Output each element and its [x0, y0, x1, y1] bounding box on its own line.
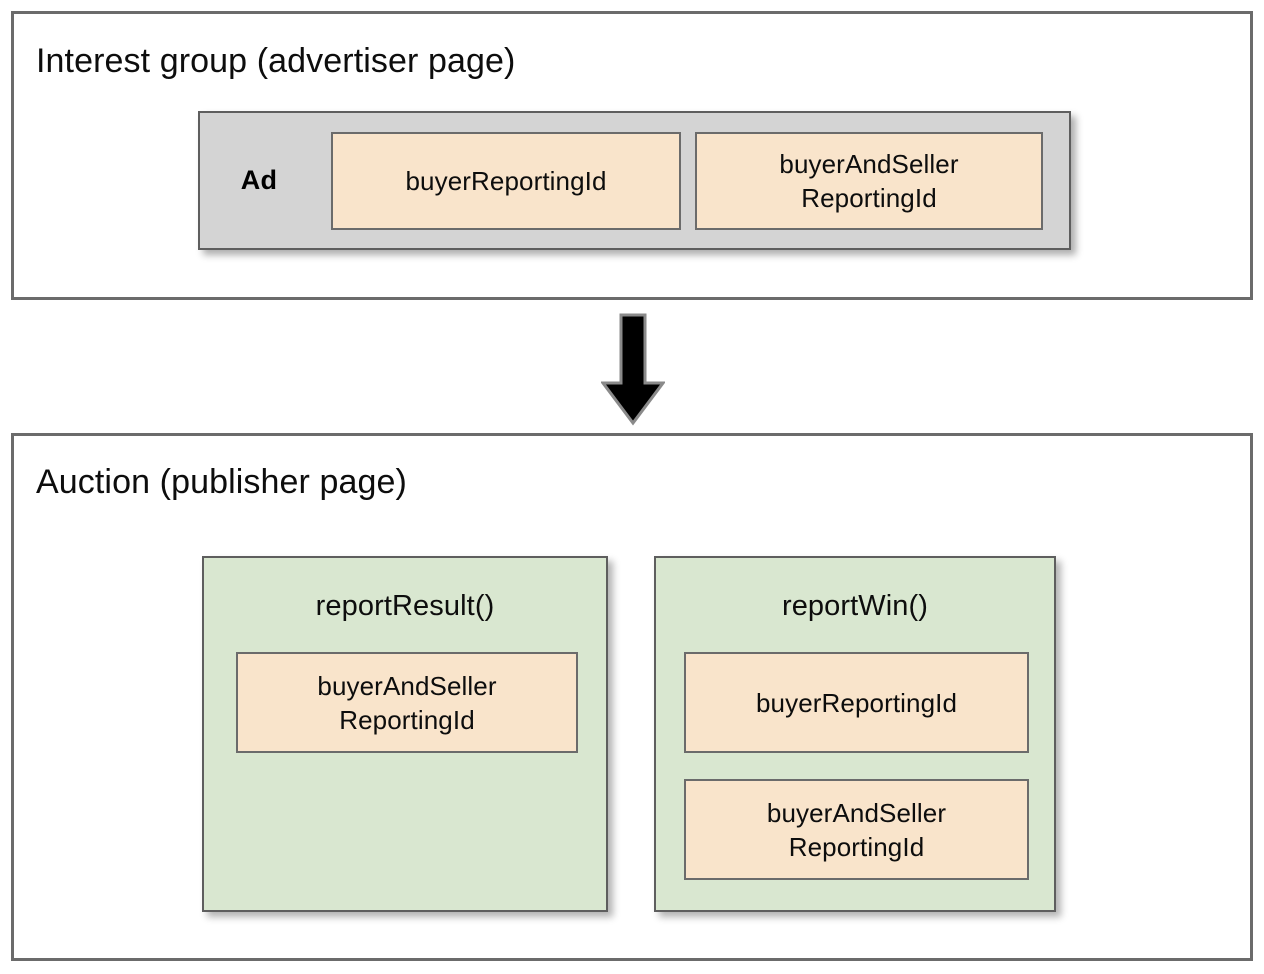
function-box-report-result: reportResult() buyerAndSeller ReportingI… [202, 556, 608, 912]
id-box-line-1: buyerAndSeller [779, 148, 959, 179]
section-title-auction: Auction (publisher page) [36, 463, 407, 501]
section-interest-group: Interest group (advertiser page) Ad buye… [11, 11, 1253, 300]
ad-container: Ad buyerReportingId buyerAndSeller Repor… [198, 111, 1071, 250]
id-box-line-1: buyerReportingId [405, 165, 607, 196]
function-name-report-win: reportWin() [781, 590, 929, 622]
id-box-line-1: buyerReportingId [755, 687, 958, 718]
section-auction: Auction (publisher page) reportResult() … [11, 433, 1253, 961]
function-name-report-result: reportResult() [315, 590, 495, 622]
id-box-buyer-and-seller-reporting-id: buyerAndSeller ReportingId [236, 652, 578, 753]
id-box-buyer-reporting-id: buyerReportingId [331, 131, 681, 230]
id-box-line-2: ReportingId [801, 182, 937, 213]
function-box-report-win: reportWin() buyerReportingId buyerAndSel… [654, 556, 1056, 912]
id-box-buyer-and-seller-reporting-id: buyerAndSeller ReportingId [684, 779, 1029, 880]
id-box-buyer-reporting-id: buyerReportingId [684, 652, 1029, 753]
id-box-buyer-and-seller-reporting-id: buyerAndSeller ReportingId [695, 131, 1043, 230]
ad-label: Ad [240, 165, 278, 195]
id-box-line-1: buyerAndSeller [317, 670, 497, 701]
arrow-down-icon [601, 313, 665, 427]
id-box-line-1: buyerAndSeller [766, 797, 947, 828]
id-box-line-2: ReportingId [339, 704, 475, 735]
id-box-line-2: ReportingId [788, 831, 925, 862]
section-title-interest-group: Interest group (advertiser page) [36, 42, 516, 80]
